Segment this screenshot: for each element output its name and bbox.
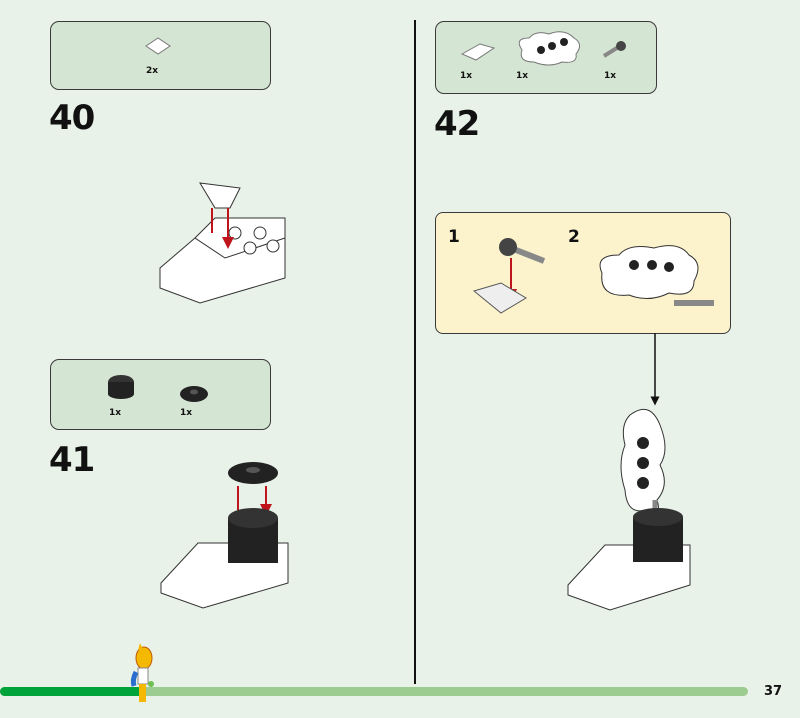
substep-number: 2 [568, 227, 580, 247]
part-qty: 1x [516, 71, 529, 81]
build-model-step-41 [160, 462, 289, 609]
page-number: 37 [764, 684, 783, 699]
part-qty: 1x [180, 408, 193, 418]
column-divider [414, 20, 416, 684]
parts-list-step-41: 1x 1x [50, 359, 271, 430]
substep-1-model [472, 238, 546, 314]
part-qty: 1x [109, 408, 122, 418]
step-number: 41 [49, 440, 95, 480]
round-tile-icon [180, 386, 208, 402]
progress-fill [0, 687, 143, 696]
part-qty: 1x [460, 71, 473, 81]
step-number: 42 [434, 104, 480, 144]
round-brick-icon [108, 375, 134, 399]
ball-joint-arm-icon [602, 41, 626, 58]
part-qty: 1x [604, 71, 617, 81]
build-model-step-42 [567, 408, 691, 611]
part-qty: 2x [146, 66, 159, 76]
parts-list-step-40: 2x [50, 21, 271, 90]
progress-bar [0, 687, 748, 696]
callout-arrow [650, 333, 660, 406]
build-model-step-40 [159, 182, 286, 304]
inverted-slope-plate-icon [460, 43, 496, 61]
parts-list-step-42: 1x 1x 1x [435, 21, 657, 94]
cloud-plate-icon [518, 31, 580, 66]
substep-number: 1 [448, 227, 460, 247]
step-number: 40 [49, 98, 95, 138]
slope-tile-icon [145, 37, 171, 55]
substep-2-model [599, 245, 714, 306]
substep-callout: 1 2 [435, 212, 731, 334]
minifigure-mascot-icon [130, 643, 154, 702]
